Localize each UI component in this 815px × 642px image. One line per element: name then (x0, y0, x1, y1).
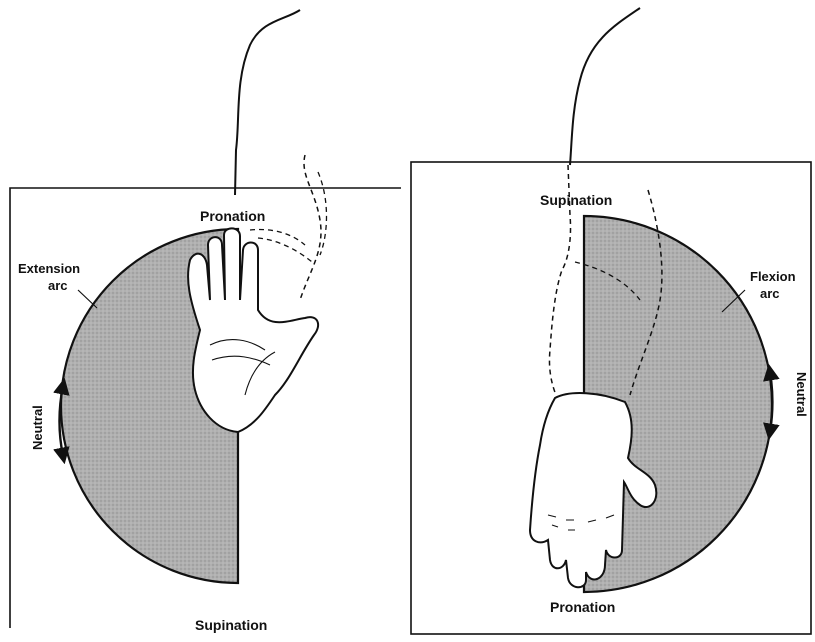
left-panel: Pronation Supination Extension arc Neutr… (10, 10, 401, 633)
left-hand-drawing (188, 228, 318, 432)
right-arm-outline (570, 8, 640, 165)
extension-arc-label-line2: arc (48, 278, 68, 293)
right-panel: Supination Pronation Flexion arc Neutral (411, 8, 811, 634)
right-top-label: Supination (540, 192, 612, 208)
extension-arc-leader (78, 290, 97, 308)
left-dashed-fingers (250, 230, 312, 262)
left-dashed-arm-2 (318, 172, 327, 255)
right-neutral-label: Neutral (794, 372, 809, 417)
left-bottom-label: Supination (195, 617, 267, 633)
right-bottom-label: Pronation (550, 599, 615, 615)
flexion-arc-label-line2: arc (760, 286, 780, 301)
extension-arc-label-line1: Extension (18, 261, 80, 276)
left-top-label: Pronation (200, 208, 265, 224)
left-neutral-label: Neutral (30, 405, 45, 450)
left-dashed-arm (300, 155, 321, 300)
flexion-arc-label-line1: Flexion (750, 269, 796, 284)
left-arm-outline (235, 10, 300, 195)
